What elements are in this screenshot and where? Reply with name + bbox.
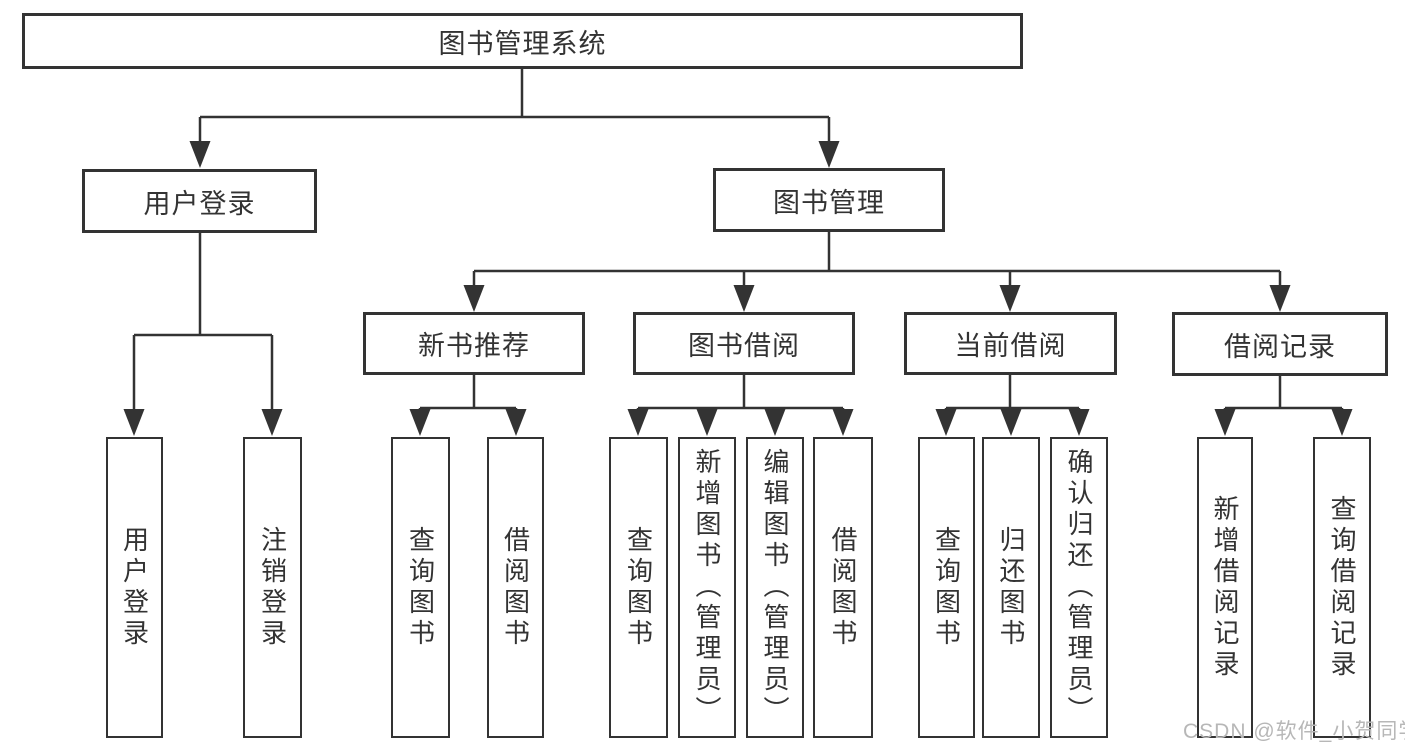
- node-current-borrow: 当前借阅: [904, 312, 1117, 375]
- leaf-borrow-add-books-admin-label: 新增图书（管理员）: [692, 448, 722, 727]
- leaf-borrow-edit-books-admin: 编辑图书（管理员）: [746, 437, 804, 738]
- arrowheads: [123, 141, 1353, 436]
- leaf-newbook-borrow-books: 借阅图书: [487, 437, 544, 738]
- leaf-borrow-borrow-books: 借阅图书: [813, 437, 873, 738]
- leaf-records-query-record: 查询借阅记录: [1313, 437, 1371, 738]
- leaf-borrow-query-books: 查询图书: [609, 437, 668, 738]
- leaf-current-query-books: 查询图书: [918, 437, 975, 738]
- leaf-user-login-label: 用户登录: [119, 525, 150, 650]
- leaf-records-add-record: 新增借阅记录: [1197, 437, 1253, 738]
- leaf-borrow-edit-books-admin-label: 编辑图书（管理员）: [760, 448, 790, 727]
- node-user-login: 用户登录: [82, 169, 317, 233]
- leaf-newbook-query-books: 查询图书: [391, 437, 450, 738]
- leaf-current-confirm-return-admin-label: 确认归还（管理员）: [1064, 448, 1094, 727]
- leaf-borrow-add-books-admin: 新增图书（管理员）: [678, 437, 736, 738]
- leaf-borrow-borrow-books-label: 借阅图书: [828, 525, 858, 650]
- leaf-borrow-query-books-label: 查询图书: [623, 525, 654, 650]
- leaf-logout-label: 注销登录: [257, 525, 288, 650]
- node-new-book-recommend: 新书推荐: [363, 312, 585, 375]
- leaf-current-return-books: 归还图书: [982, 437, 1040, 738]
- leaf-logout: 注销登录: [243, 437, 302, 738]
- leaf-current-confirm-return-admin: 确认归还（管理员）: [1050, 437, 1108, 738]
- node-borrow-records: 借阅记录: [1172, 312, 1388, 376]
- leaf-records-query-record-label: 查询借阅记录: [1327, 494, 1357, 681]
- leaf-newbook-borrow-books-label: 借阅图书: [500, 525, 531, 650]
- leaf-current-return-books-label: 归还图书: [996, 525, 1026, 650]
- leaf-user-login: 用户登录: [106, 437, 163, 738]
- node-book-management: 图书管理: [713, 168, 945, 232]
- node-book-borrow: 图书借阅: [633, 312, 855, 375]
- csdn-watermark: CSDN @软件_小贺同学: [1183, 720, 1405, 743]
- node-root-library-system: 图书管理系统: [22, 13, 1023, 69]
- leaf-newbook-query-books-label: 查询图书: [405, 525, 436, 650]
- leaf-current-query-books-label: 查询图书: [931, 525, 962, 650]
- leaf-records-add-record-label: 新增借阅记录: [1210, 494, 1240, 681]
